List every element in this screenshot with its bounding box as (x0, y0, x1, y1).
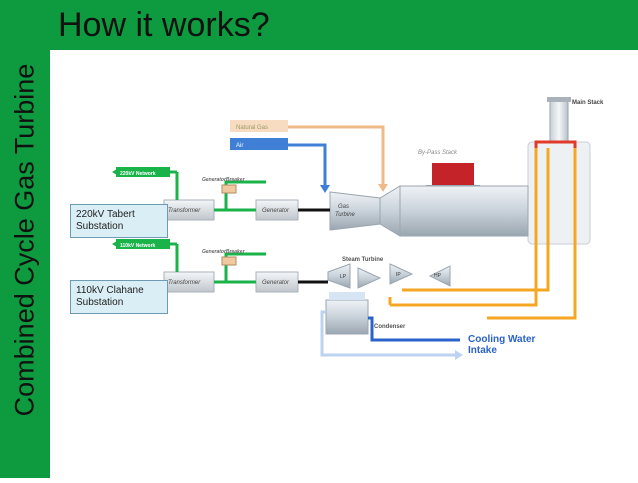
condenser: Condenser (325, 292, 406, 335)
ip-label: IP (396, 272, 401, 278)
gas-turbine-label-2: Turbine (335, 212, 356, 218)
natural-gas-line: Natural Gas (230, 120, 388, 192)
tabert-line-1: 220kV Tabert (76, 209, 135, 220)
condenser-label: Condenser (374, 324, 406, 330)
generator-2-label: Generator (262, 280, 290, 286)
air-label: Air (236, 143, 243, 149)
main-stack-label: Main Stack (572, 100, 604, 106)
cooling-water-line: Cooling Water Intake (320, 310, 536, 360)
main-stack: Main Stack (547, 97, 604, 143)
network-220-label: 220kV Network (120, 171, 156, 177)
sidebar-title: Combined Cycle Gas Turbine (9, 63, 40, 417)
transformer-2-label: Transformer (168, 280, 201, 286)
header: How it works? (50, 0, 638, 50)
steam-turbine: Steam Turbine LP IP HP (327, 257, 451, 289)
upper-electrical-chain: Generator Transformer 220kV Network Gene… (112, 167, 330, 221)
network-110-label: 110kV Network (120, 243, 156, 249)
gas-turbine: Gas Turbine (329, 185, 529, 237)
page-title: How it works? (58, 6, 270, 44)
steam-turbine-label: Steam Turbine (342, 257, 384, 263)
tabert-line-2: Substation (76, 221, 124, 232)
generator-breaker-2-label: GeneratorBreaker (202, 249, 246, 255)
natural-gas-label: Natural Gas (236, 125, 268, 131)
tabert-substation-callout: 220kV Tabert Substation (70, 204, 168, 238)
gas-turbine-label-1: Gas (338, 204, 349, 210)
transformer-1-label: Transformer (168, 208, 201, 214)
lower-electrical-chain: Generator Transformer 110kV Network Gene… (112, 239, 328, 293)
process-diagram: Main Stack By-Pass Stack Gas Turbine Nat… (112, 97, 604, 360)
steam-loop (388, 140, 577, 320)
clahane-line-1: 110kV Clahane (76, 285, 144, 296)
clahane-line-2: Substation (76, 297, 124, 308)
bypass-stack: By-Pass Stack (418, 150, 480, 191)
air-line: Air (230, 138, 330, 193)
bypass-stack-label: By-Pass Stack (418, 150, 458, 156)
generator-1-label: Generator (262, 208, 290, 214)
lp-label: LP (340, 274, 347, 280)
sidebar: Combined Cycle Gas Turbine (0, 0, 50, 478)
generator-breaker-1-label: GeneratorBreaker (202, 177, 246, 183)
hp-label: HP (434, 273, 442, 279)
cooling-water-label-1: Cooling Water (468, 334, 536, 345)
cooling-water-label-2: Intake (468, 345, 497, 356)
clahane-substation-callout: 110kV Clahane Substation (70, 280, 168, 314)
ccgt-diagram: Main Stack By-Pass Stack Gas Turbine Nat… (50, 50, 638, 478)
